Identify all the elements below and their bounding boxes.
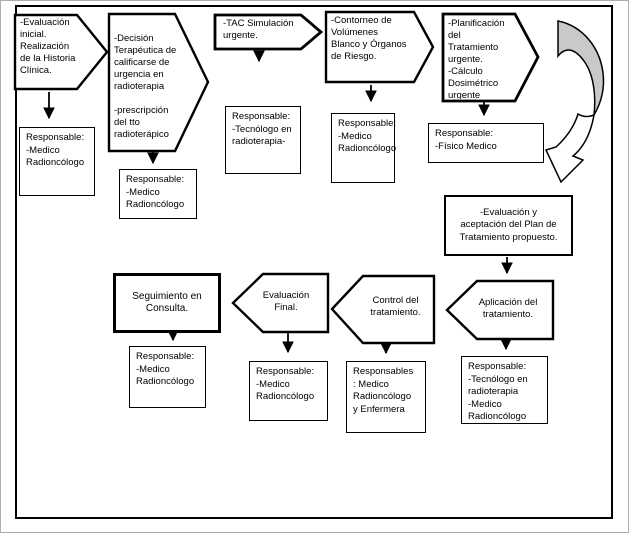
- step-box-seguimiento: Seguimiento en Consulta.: [113, 273, 221, 333]
- step-label-contorneo: -Contorneo de Volúmenes Blanco y Órganos…: [331, 15, 407, 62]
- step-label-control: Control del tratamiento.: [370, 295, 421, 318]
- step-label-seguimiento: Seguimiento en Consulta.: [132, 290, 202, 315]
- responsable-box-contorneo: Responsable: -Medico Radioncólogo: [331, 113, 396, 183]
- responsable-box-seguimiento: Responsable: -Medico Radioncólogo: [129, 346, 206, 408]
- responsable-box-aplicacion: Responsable: -Tecnólogo en radioterapia …: [461, 356, 548, 424]
- step-label-planificacion: -Planificación del Tratamiento urgente. …: [448, 18, 505, 99]
- step-label-evaluacion-aceptacion: -Evaluación y aceptación del Plan de Tra…: [459, 206, 558, 243]
- step-shape-decision-terapeutica: [107, 12, 210, 153]
- step-label-tac-simulacion: -TAC Simulación urgente.: [223, 18, 294, 41]
- step-shape-contorneo: [324, 10, 435, 84]
- responsable-box-planificacion: Responsable: -Físico Medico: [428, 123, 544, 163]
- step-shape-evaluacion-final: [231, 272, 330, 334]
- curved-down-arrow-icon: [557, 20, 605, 116]
- step-label-evaluacion-inicial: -Evaluación inicial. Realización de la H…: [20, 17, 76, 76]
- step-shape-evaluacion-inicial: [13, 13, 109, 91]
- step-box-evaluacion-aceptacion: -Evaluación y aceptación del Plan de Tra…: [444, 195, 573, 256]
- responsable-box-control: Responsables : Medico Radioncólogo y Enf…: [346, 361, 426, 433]
- step-shape-tac-simulacion: [213, 13, 324, 51]
- step-label-decision-terapeutica: -Decisión Terapéutica de calificarse de …: [114, 33, 177, 140]
- responsable-box-tac-simulacion: Responsable: -Tecnólogo en radioterapia-: [225, 106, 301, 174]
- responsable-box-evaluacion-inicial: Responsable: -Medico Radioncólogo: [19, 127, 95, 196]
- curved-down-arrow-head-icon: [544, 112, 595, 184]
- responsable-box-evaluacion-final: Responsable: -Medico Radioncólogo: [249, 361, 328, 421]
- step-shape-control: [330, 274, 436, 345]
- step-shape-planificacion: [441, 12, 540, 103]
- step-label-evaluacion-final: Evaluación Final.: [262, 290, 310, 313]
- step-shape-aplicacion: [445, 279, 555, 341]
- responsable-box-decision-terapeutica: Responsable: -Medico Radioncólogo: [119, 169, 197, 219]
- step-label-aplicacion: Aplicación del tratamiento.: [478, 297, 538, 320]
